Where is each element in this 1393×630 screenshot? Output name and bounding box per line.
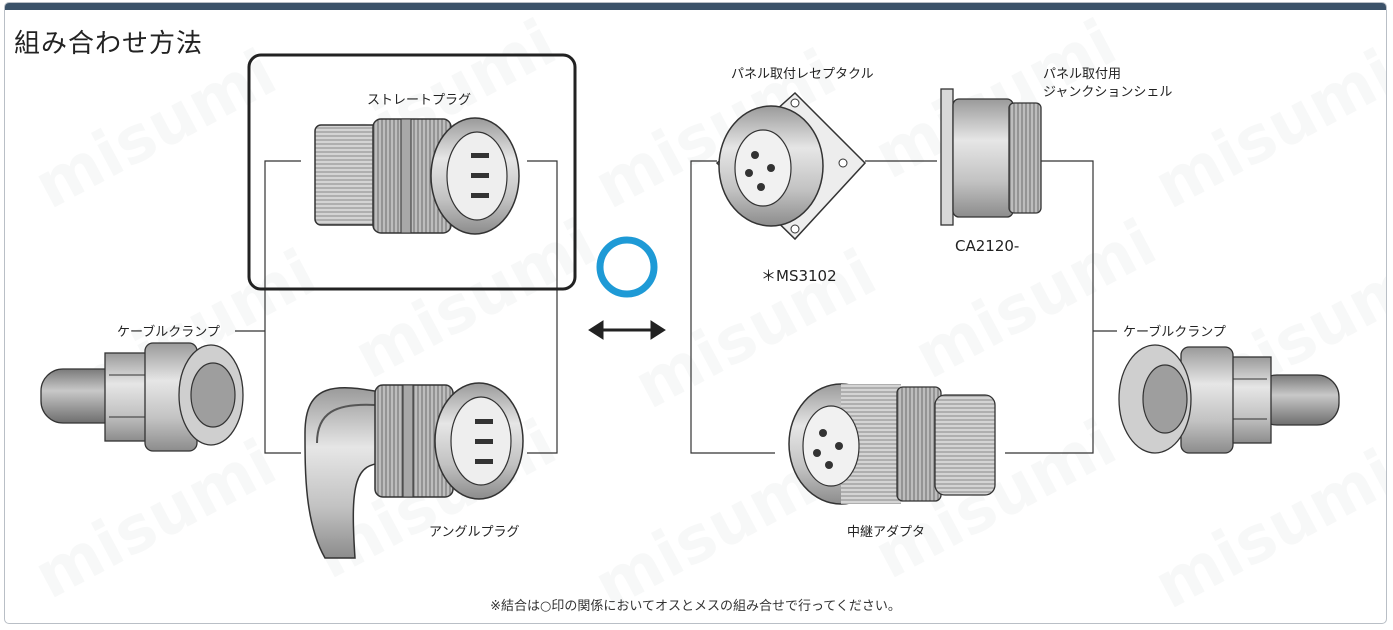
combination-note: ※結合は○印の関係においてオスとメスの組み合せで行ってください。 <box>490 599 901 614</box>
label-panel-receptacle-model: ＊MS3102 <box>761 267 837 285</box>
cable-clamp-right-image <box>1118 344 1340 454</box>
label-junction-shell-model: CA2120- <box>955 237 1020 255</box>
straight-plug-highlight <box>247 53 577 291</box>
label-cable-clamp-left: ケーブルクランプ <box>117 325 220 340</box>
connector-diagram <box>40 53 1340 559</box>
panel-receptacle-image <box>715 91 867 241</box>
double-arrow-icon <box>588 320 666 340</box>
page-title: 組み合わせ方法 <box>14 29 204 59</box>
angle-plug-image <box>304 382 524 559</box>
cable-clamp-left-image <box>40 342 244 452</box>
left-connection-lines <box>235 160 558 454</box>
label-junction-shell-line1: パネル取付用 <box>1043 67 1122 82</box>
right-connection-lines <box>690 160 1117 454</box>
label-panel-receptacle: パネル取付レセプタクル <box>731 67 874 82</box>
compatible-circle-icon <box>596 236 658 298</box>
label-adapter: 中継アダプタ <box>847 525 926 540</box>
label-junction-shell-line2: ジャンクションシェル <box>1043 85 1173 100</box>
label-cable-clamp-right: ケーブルクランプ <box>1123 325 1226 340</box>
header-bar <box>5 3 1386 10</box>
combination-panel: misumi misumi misumi misumi misumi misum… <box>4 2 1387 624</box>
junction-shell-image <box>940 88 1042 226</box>
adapter-image <box>788 383 996 505</box>
straight-plug-image <box>314 117 520 235</box>
label-straight-plug: ストレートプラグ <box>367 93 472 108</box>
label-angle-plug: アングルプラグ <box>429 525 520 540</box>
